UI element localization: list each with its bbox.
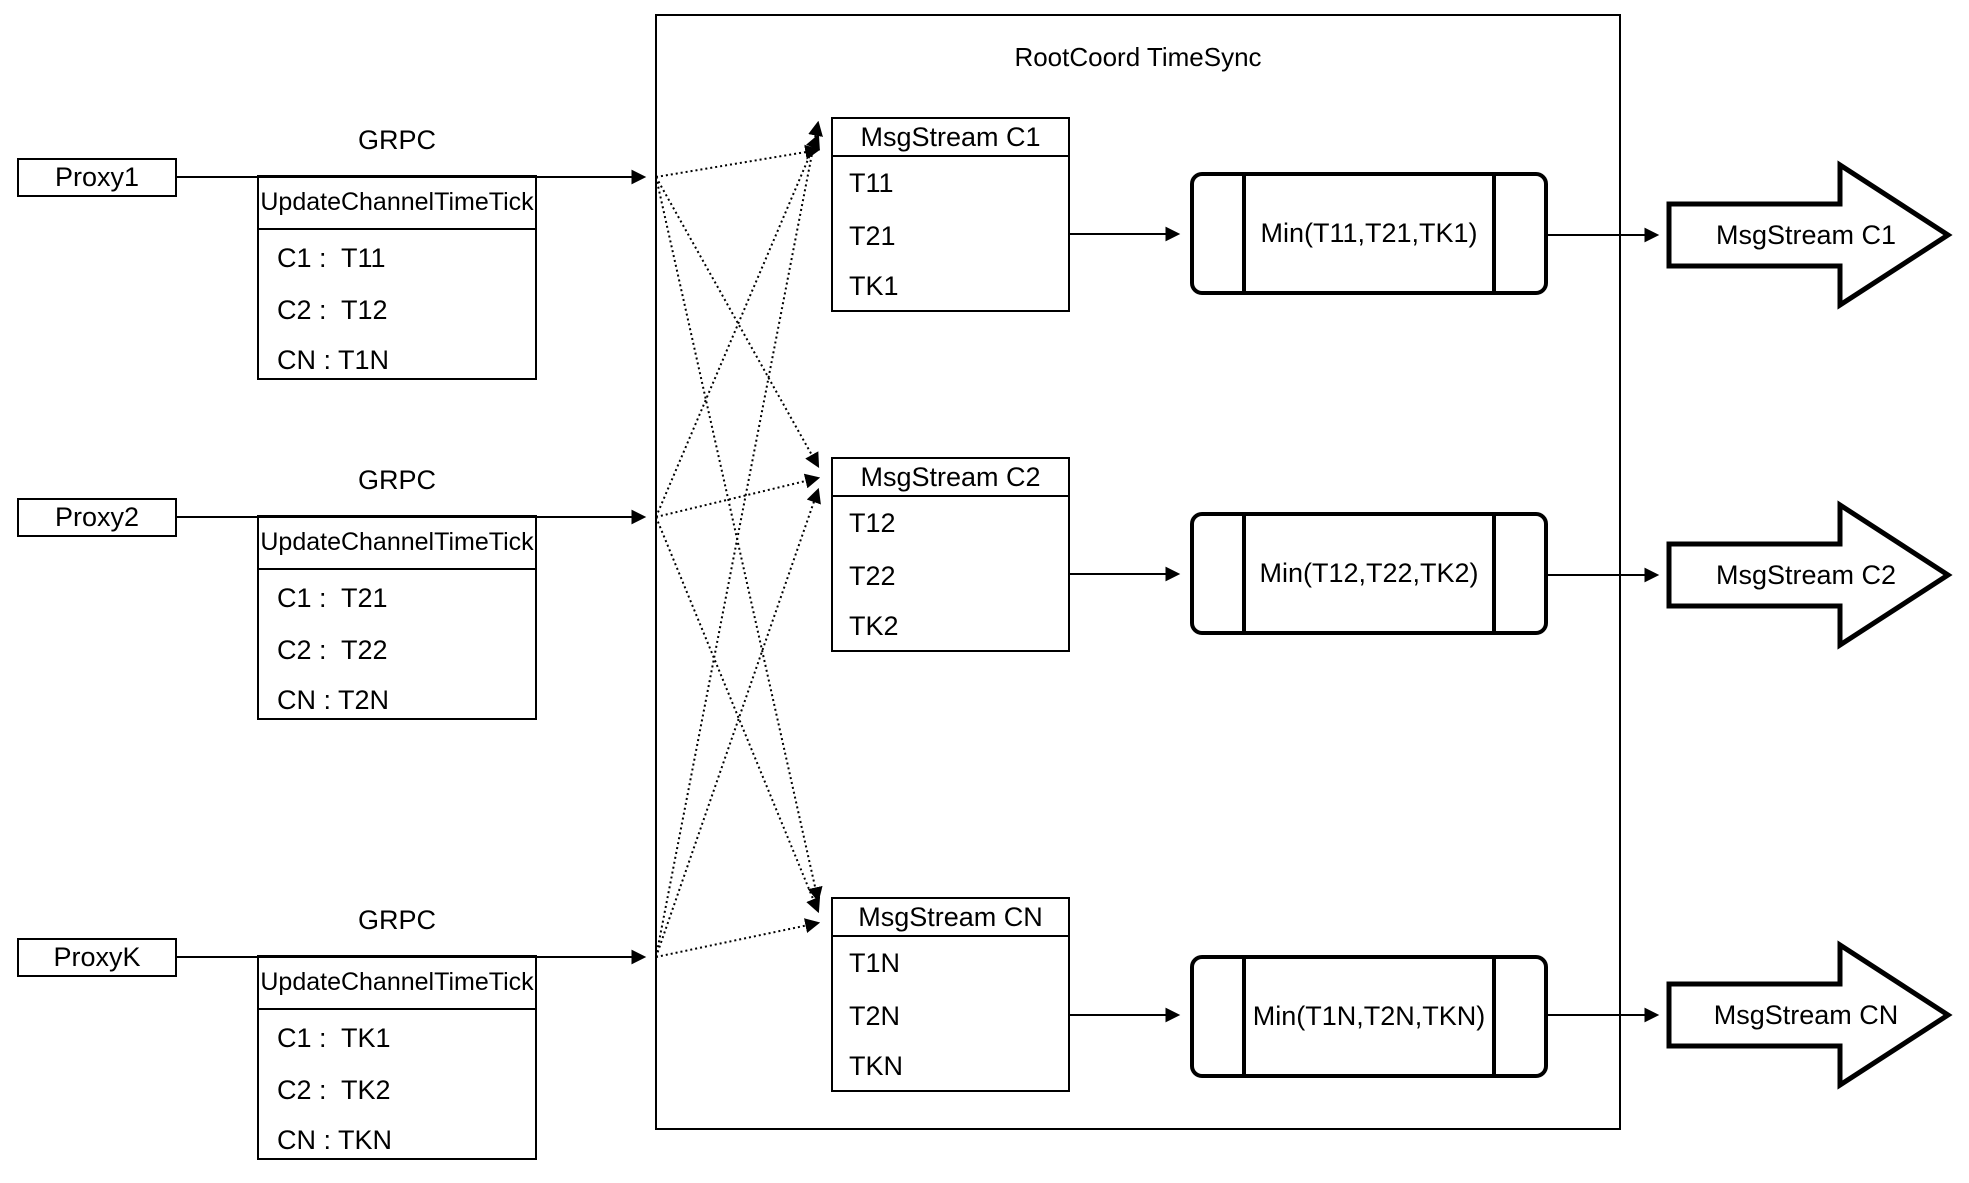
min-box-c1: Min(T11,T21,TK1)	[1190, 172, 1548, 295]
dotted-line-p2-cn	[655, 516, 821, 914]
table-row: C1 : T11	[277, 243, 386, 273]
table-row: T12	[849, 508, 896, 538]
table-row: T11	[849, 168, 894, 198]
table-row: CN : T2N	[277, 685, 390, 715]
queue-bar-left	[1242, 176, 1246, 291]
table-row: T1N	[849, 948, 901, 978]
output-arrow-cn	[1666, 940, 1953, 1090]
msgstream-cn-table: MsgStream CN T1N T2N TKN	[831, 897, 1070, 1092]
queue-bar-right	[1492, 516, 1496, 631]
proxy2-update-channel-timetick-table: UpdateChannelTimeTick C1 : T21 C2 : T22 …	[257, 515, 537, 720]
table-row: C2 : T12	[277, 295, 388, 325]
queue-bar-right	[1492, 176, 1496, 291]
min-label: Min(T11,T21,TK1)	[1260, 218, 1478, 248]
min-box-c2: Min(T12,T22,TK2)	[1190, 512, 1548, 635]
table-header: UpdateChannelTimeTick	[259, 957, 535, 1010]
queue-bar-left	[1242, 516, 1246, 631]
proxyk-box: ProxyK	[17, 938, 177, 977]
msgstream-c1-table: MsgStream C1 T11 T21 TK1	[831, 117, 1070, 312]
msgstream-c2-table: MsgStream C2 T12 T22 TK2	[831, 457, 1070, 652]
min-label: Min(T12,T22,TK2)	[1259, 558, 1479, 588]
proxy1-update-channel-timetick-table: UpdateChannelTimeTick C1 : T11 C2 : T12 …	[257, 175, 537, 380]
proxy1-box: Proxy1	[17, 158, 177, 197]
output-arrow-label-cn: MsgStream CN	[1713, 1000, 1899, 1030]
min-box-cn: Min(T1N,T2N,TKN)	[1190, 955, 1548, 1078]
table-row: TK1	[849, 271, 899, 301]
proxyk-grpc-label: GRPC	[357, 905, 436, 935]
dotted-line-p2-c2	[655, 473, 821, 518]
table-header: MsgStream C2	[833, 459, 1068, 497]
table-row: T22	[849, 561, 896, 591]
proxy2-grpc-label: GRPC	[357, 465, 436, 495]
output-arrow-c2	[1666, 500, 1953, 650]
table-row: C2 : TK2	[277, 1075, 391, 1105]
queue-bar-left	[1242, 959, 1246, 1074]
table-row: C2 : T22	[277, 635, 388, 665]
proxyk-update-channel-timetick-table: UpdateChannelTimeTick C1 : TK1 C2 : TK2 …	[257, 955, 537, 1160]
proxy1-grpc-label: GRPC	[357, 125, 436, 155]
table-row: T21	[849, 221, 896, 251]
table-row: TK2	[849, 611, 899, 641]
table-header: MsgStream C1	[833, 119, 1068, 157]
table-header: UpdateChannelTimeTick	[259, 517, 535, 570]
dotted-line-p2-c1	[655, 133, 820, 518]
table-header: MsgStream CN	[833, 899, 1068, 937]
table-row: CN : T1N	[277, 345, 390, 375]
table-row: C1 : T21	[277, 583, 388, 613]
table-row: C1 : TK1	[277, 1023, 391, 1053]
dotted-line-pk-cn	[655, 918, 821, 958]
min-label: Min(T1N,T2N,TKN)	[1252, 1001, 1486, 1031]
table-row: TKN	[849, 1051, 903, 1081]
dotted-line-p1-c2	[655, 176, 820, 468]
queue-bar-right	[1492, 959, 1496, 1074]
output-arrow-c1	[1666, 160, 1953, 310]
dotted-line-p1-c1	[655, 144, 821, 178]
table-header: UpdateChannelTimeTick	[259, 177, 535, 230]
dotted-line-pk-c1	[655, 120, 823, 958]
table-row: T2N	[849, 1001, 901, 1031]
dotted-line-pk-c2	[655, 487, 821, 958]
output-arrow-label-c1: MsgStream C1	[1715, 220, 1897, 250]
rootcoord-timesync-container	[655, 14, 1621, 1130]
table-row: CN : TKN	[277, 1125, 393, 1155]
output-arrow-label-c2: MsgStream C2	[1715, 560, 1897, 590]
rootcoord-timesync-title: RootCoord TimeSync	[1014, 42, 1262, 72]
proxy2-box: Proxy2	[17, 498, 177, 537]
